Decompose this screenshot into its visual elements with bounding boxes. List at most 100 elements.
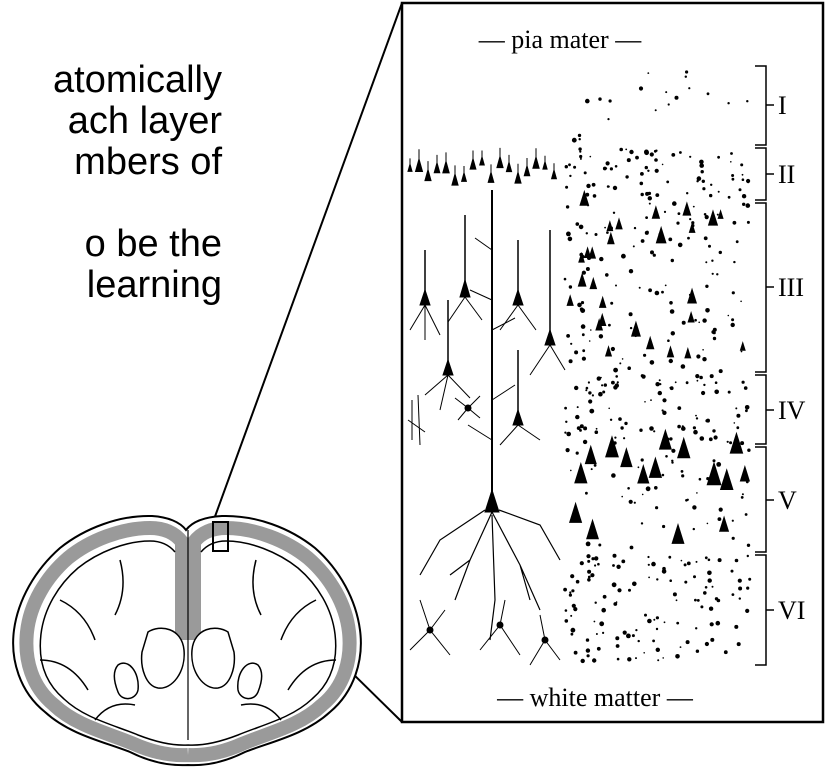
cell-body-dot xyxy=(565,609,568,612)
cell-body-dot xyxy=(609,99,612,102)
cell-body-dot xyxy=(731,318,734,321)
cell-body-dot xyxy=(696,354,700,358)
cell-body-dot xyxy=(581,659,585,663)
cell-body-dot xyxy=(731,174,734,177)
cell-body-dot xyxy=(681,364,686,369)
cell-body-dot xyxy=(687,499,689,501)
cell-body-dot xyxy=(706,477,709,480)
cell-body-dot xyxy=(714,390,719,395)
layer-label-I: I xyxy=(778,91,787,120)
cell-body-dot xyxy=(599,257,603,261)
cell-body-dot xyxy=(644,614,647,617)
cell-body-dot xyxy=(586,184,590,188)
cell-body-dot xyxy=(611,381,615,385)
cell-body-dot xyxy=(622,358,624,360)
cell-body-dot xyxy=(634,502,636,504)
cell-body-dot xyxy=(565,421,567,423)
cell-body-dot xyxy=(596,428,598,430)
cell-body-dot xyxy=(578,134,581,137)
cell-body-dot xyxy=(668,556,671,559)
cell-body-dot xyxy=(705,586,708,589)
cell-body-dot xyxy=(675,96,679,100)
cell-body-dot xyxy=(675,381,677,383)
layer-label-III: III xyxy=(778,273,804,302)
cell-body-dot xyxy=(702,318,706,322)
cell-body-dot xyxy=(681,474,684,477)
cell-body-dot xyxy=(614,437,616,439)
cell-body-dot xyxy=(747,544,750,547)
cell-body-dot xyxy=(619,148,623,152)
cell-body-dot xyxy=(724,650,728,654)
cell-body-dot xyxy=(667,339,670,342)
cell-body-dot xyxy=(746,100,748,102)
cell-body-dot xyxy=(729,441,732,444)
cell-body-dot xyxy=(582,349,585,352)
cell-body-dot xyxy=(642,375,646,379)
cell-body-dot xyxy=(664,211,666,213)
panel-border xyxy=(402,3,823,722)
cell-body-dot xyxy=(718,191,720,193)
cell-body-dot xyxy=(735,407,737,409)
cell-body-dot xyxy=(666,181,669,184)
cell-body-dot xyxy=(718,558,722,562)
cell-body-dot xyxy=(671,460,673,462)
cell-body-dot xyxy=(600,377,602,379)
cell-body-dot xyxy=(647,556,649,558)
cell-body-dot xyxy=(696,561,698,563)
cell-body-dot xyxy=(668,103,670,105)
cell-body-dot xyxy=(580,561,584,565)
cell-body-dot xyxy=(677,425,681,429)
cell-body-dot xyxy=(713,337,716,340)
cell-body-dot xyxy=(625,175,628,178)
cell-body-dot xyxy=(653,254,656,257)
cell-body-dot xyxy=(676,622,679,625)
cell-body-dot xyxy=(662,569,667,574)
cell-body-dot xyxy=(610,167,613,170)
cell-body-dot xyxy=(588,391,591,394)
cell-body-dot xyxy=(613,212,615,214)
cell-body-dot xyxy=(585,492,588,495)
cell-body-dot xyxy=(635,657,637,659)
cell-body-dot xyxy=(597,647,601,651)
cell-body-dot xyxy=(629,150,633,154)
cell-body-dot xyxy=(586,554,590,558)
layer-label-VI: VI xyxy=(778,596,805,625)
cell-body-dot xyxy=(604,227,606,229)
cell-body-dot xyxy=(587,560,590,563)
cell-body-dot xyxy=(656,578,658,580)
cell-body-dot xyxy=(566,334,570,338)
cell-body-dot xyxy=(747,221,750,224)
cell-body-dot xyxy=(601,384,603,386)
cell-body-dot xyxy=(594,564,596,566)
cell-body-dot xyxy=(653,430,655,432)
cell-body-dot xyxy=(593,462,595,464)
cell-body-dot xyxy=(565,165,568,168)
cell-body-dot xyxy=(648,577,650,579)
cell-body-dot xyxy=(655,169,659,173)
cell-body-dot xyxy=(665,285,667,287)
cell-body-dot xyxy=(635,156,639,160)
cell-body-dot xyxy=(624,422,627,425)
cell-body-dot xyxy=(642,494,644,496)
cell-body-dot xyxy=(628,589,631,592)
cell-body-dot xyxy=(713,331,716,334)
cell-body-dot xyxy=(691,221,694,224)
cell-body-dot xyxy=(640,172,644,176)
cell-body-dot xyxy=(737,642,741,646)
cell-body-dot xyxy=(651,562,656,567)
cell-body-dot xyxy=(684,563,687,566)
cell-body-dot xyxy=(608,324,611,327)
cell-body-dot xyxy=(655,506,658,509)
cell-body-dot xyxy=(648,564,650,566)
cell-body-dot xyxy=(599,621,604,626)
cell-body-dot xyxy=(739,597,741,599)
cell-body-dot xyxy=(746,203,751,208)
cell-body-dot xyxy=(730,152,733,155)
cell-body-dot xyxy=(645,231,649,235)
cell-body-dot xyxy=(672,201,677,206)
cell-body-dot xyxy=(705,215,709,219)
cell-body-dot xyxy=(732,593,735,596)
cell-body-dot xyxy=(566,432,571,437)
cell-body-dot xyxy=(595,602,597,604)
cell-body-dot xyxy=(718,517,722,521)
